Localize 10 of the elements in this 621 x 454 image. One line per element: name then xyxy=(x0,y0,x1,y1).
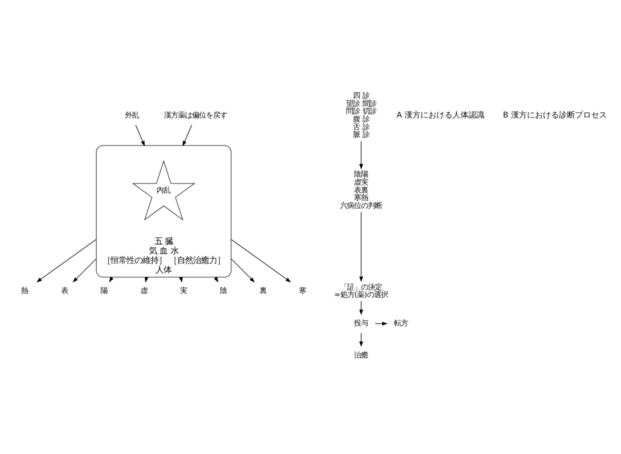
arrow xyxy=(179,276,183,282)
arrow xyxy=(230,238,292,282)
arrow xyxy=(359,140,364,169)
arrow xyxy=(135,124,145,146)
arrow xyxy=(230,258,255,282)
arrow xyxy=(72,258,97,282)
arrow xyxy=(36,238,97,282)
arrow xyxy=(182,124,192,146)
arrow xyxy=(359,211,364,282)
arrow xyxy=(144,276,148,282)
